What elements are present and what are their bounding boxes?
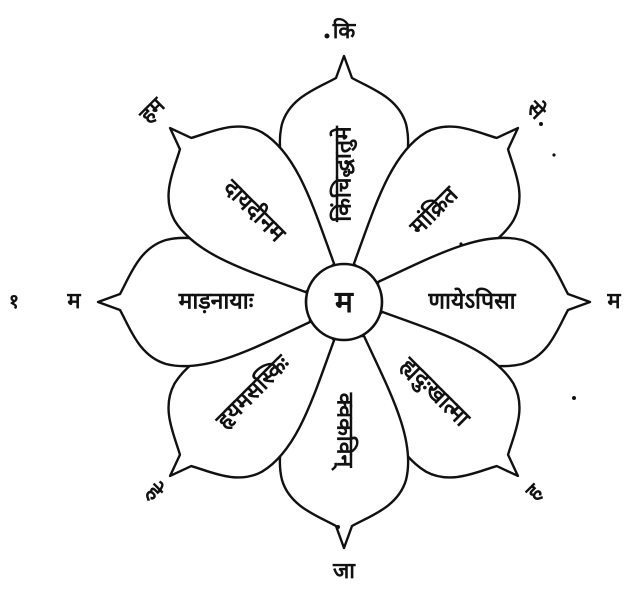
center-label: म [334, 285, 354, 320]
petal-8-tip-label: हम [134, 93, 171, 130]
petal-1-tip-label: कि [332, 17, 357, 44]
petal-3-label: णायेऽपिसा [427, 287, 516, 315]
petal-1-label: किंचिद्धातुमे [329, 125, 358, 223]
petal-4-tip-label: ह [521, 479, 549, 507]
petal-5-tip-label: जा [332, 559, 356, 584]
petal-8 [167, 125, 336, 294]
petal-6-tip-label: हे [140, 477, 169, 506]
petal-7-tip-label: म [66, 289, 81, 314]
petal-2-tip-label: से [520, 95, 551, 126]
petal-layer [96, 54, 592, 550]
center-circle [304, 262, 384, 342]
side-mark-numeral: १ [9, 289, 19, 313]
petal-3-tip-label: म [606, 289, 621, 314]
petal-5-label: क्वकविन् [331, 392, 360, 471]
petal-7-label: माड़नायाः [178, 289, 255, 315]
print-specks [324, 33, 576, 529]
